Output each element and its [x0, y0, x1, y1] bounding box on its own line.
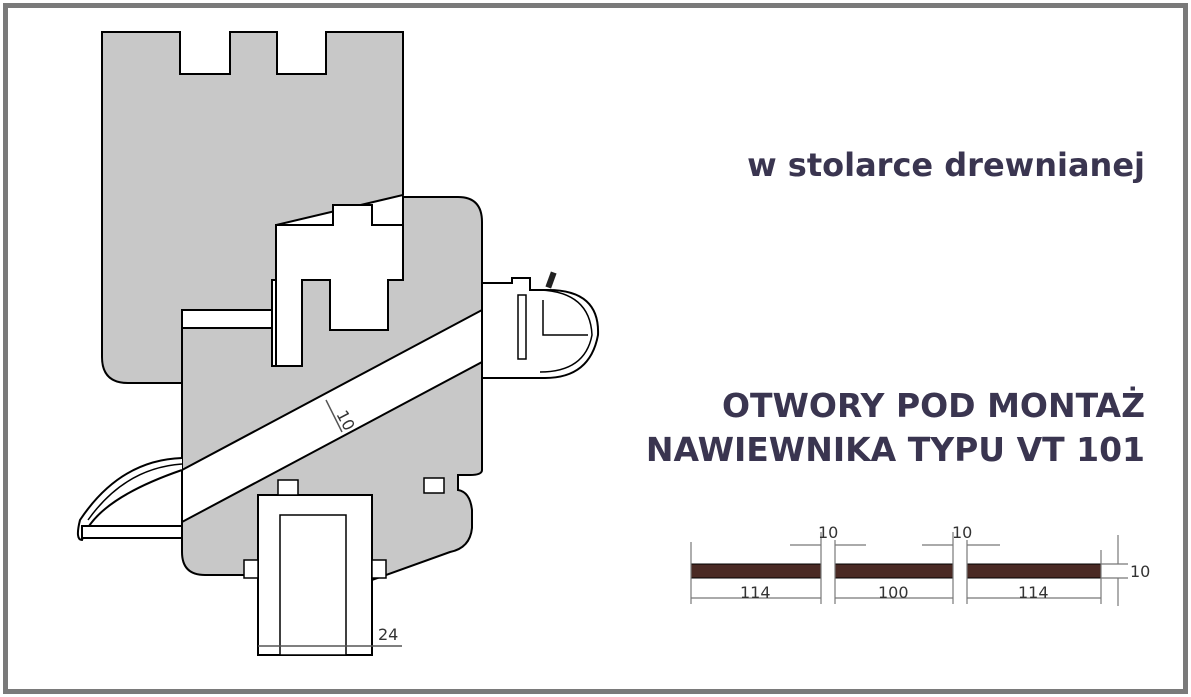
slot-height-label: 10 [1130, 562, 1150, 581]
slot-right-label: 114 [1018, 583, 1049, 602]
slot-middle [834, 563, 954, 579]
slot-left-label: 114 [740, 583, 771, 602]
gap-left-label: 10 [818, 523, 838, 542]
vent-knob [545, 271, 557, 289]
glazing-rebate [275, 204, 404, 367]
channel-dimension-line [325, 399, 343, 433]
gap-right-label: 10 [952, 523, 972, 542]
hood-base [81, 525, 183, 539]
exterior-hood [76, 457, 183, 542]
title-line-1: OTWORY POD MONTAŻ [721, 386, 1145, 425]
title-line-2: NAWIEWNIKA TYPU VT 101 [645, 430, 1145, 469]
interior-vent [481, 277, 600, 379]
vent-flap [517, 294, 527, 360]
subtitle: w stolarce drewnianej [747, 146, 1145, 184]
fastener-dimension-label: 24 [378, 625, 398, 644]
slot-middle-label: 100 [878, 583, 909, 602]
upper-slot-rail [181, 309, 273, 329]
slot-left [690, 563, 822, 579]
slot-right [966, 563, 1102, 579]
slot-pattern: 114 100 114 10 10 10 [690, 523, 1150, 606]
lower-profile [181, 196, 483, 582]
